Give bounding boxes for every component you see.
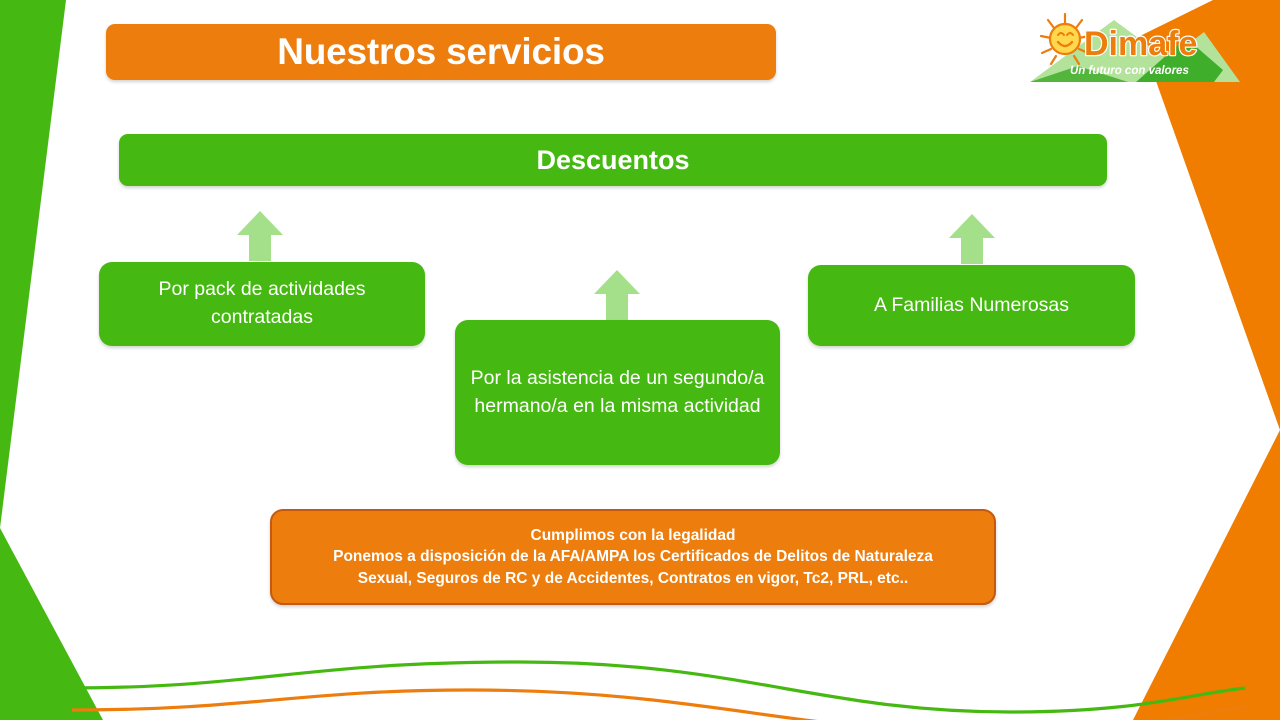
discount-box-familia-label: A Familias Numerosas bbox=[873, 293, 1070, 316]
arrow-up-icon-familia bbox=[949, 214, 995, 264]
logo-mountain-dark-left bbox=[1030, 66, 1128, 82]
legality-line-1: Cumplimos con la legalidad bbox=[530, 526, 736, 544]
discount-box-familia: A Familias Numerosas bbox=[808, 265, 1135, 346]
discount-box-pack-label: Por pack de actividades contratadas bbox=[158, 278, 366, 328]
logo-brand-name: Dimafe bbox=[1084, 25, 1197, 63]
sun-icon bbox=[1048, 22, 1082, 56]
right-orange-shape bbox=[1133, 0, 1280, 720]
green-wave-line bbox=[65, 660, 1246, 714]
legality-box: Cumplimos con la legalidad Ponemos a dis… bbox=[270, 509, 996, 605]
page-title: Nuestros servicios bbox=[277, 31, 605, 72]
legality-line-3: Sexual, Seguros de RC y de Accidentes, C… bbox=[357, 569, 909, 587]
orange-wave-line bbox=[71, 688, 1251, 720]
left-green-shape bbox=[0, 0, 103, 720]
banner-label: Descuentos bbox=[536, 144, 690, 175]
sun-eye-right bbox=[1066, 32, 1074, 36]
sun-smile-icon bbox=[1056, 40, 1074, 48]
logo-tagline: Un futuro con valores bbox=[1070, 65, 1189, 77]
dimafe-logo: Dimafe Un futuro con valores bbox=[1030, 12, 1240, 82]
legality-line-2: Ponemos a disposición de la AFA/AMPA los… bbox=[333, 548, 933, 566]
descuentos-banner: Descuentos bbox=[119, 134, 1107, 186]
logo-mountain-dark bbox=[1136, 38, 1223, 82]
discount-box-pack: Por pack de actividades contratadas bbox=[99, 262, 425, 346]
arrow-up-icon-pack bbox=[237, 211, 283, 261]
arrow-up-icon-hermano bbox=[594, 270, 640, 320]
slide-title-bar: Nuestros servicios bbox=[106, 24, 776, 80]
discount-box-hermano-label: Por la asistencia de un segundo/a herman… bbox=[470, 366, 765, 417]
sun-eye-left bbox=[1057, 32, 1065, 36]
discount-box-hermano: Por la asistencia de un segundo/a herman… bbox=[455, 320, 780, 465]
sun-rays-icon bbox=[1039, 12, 1091, 66]
